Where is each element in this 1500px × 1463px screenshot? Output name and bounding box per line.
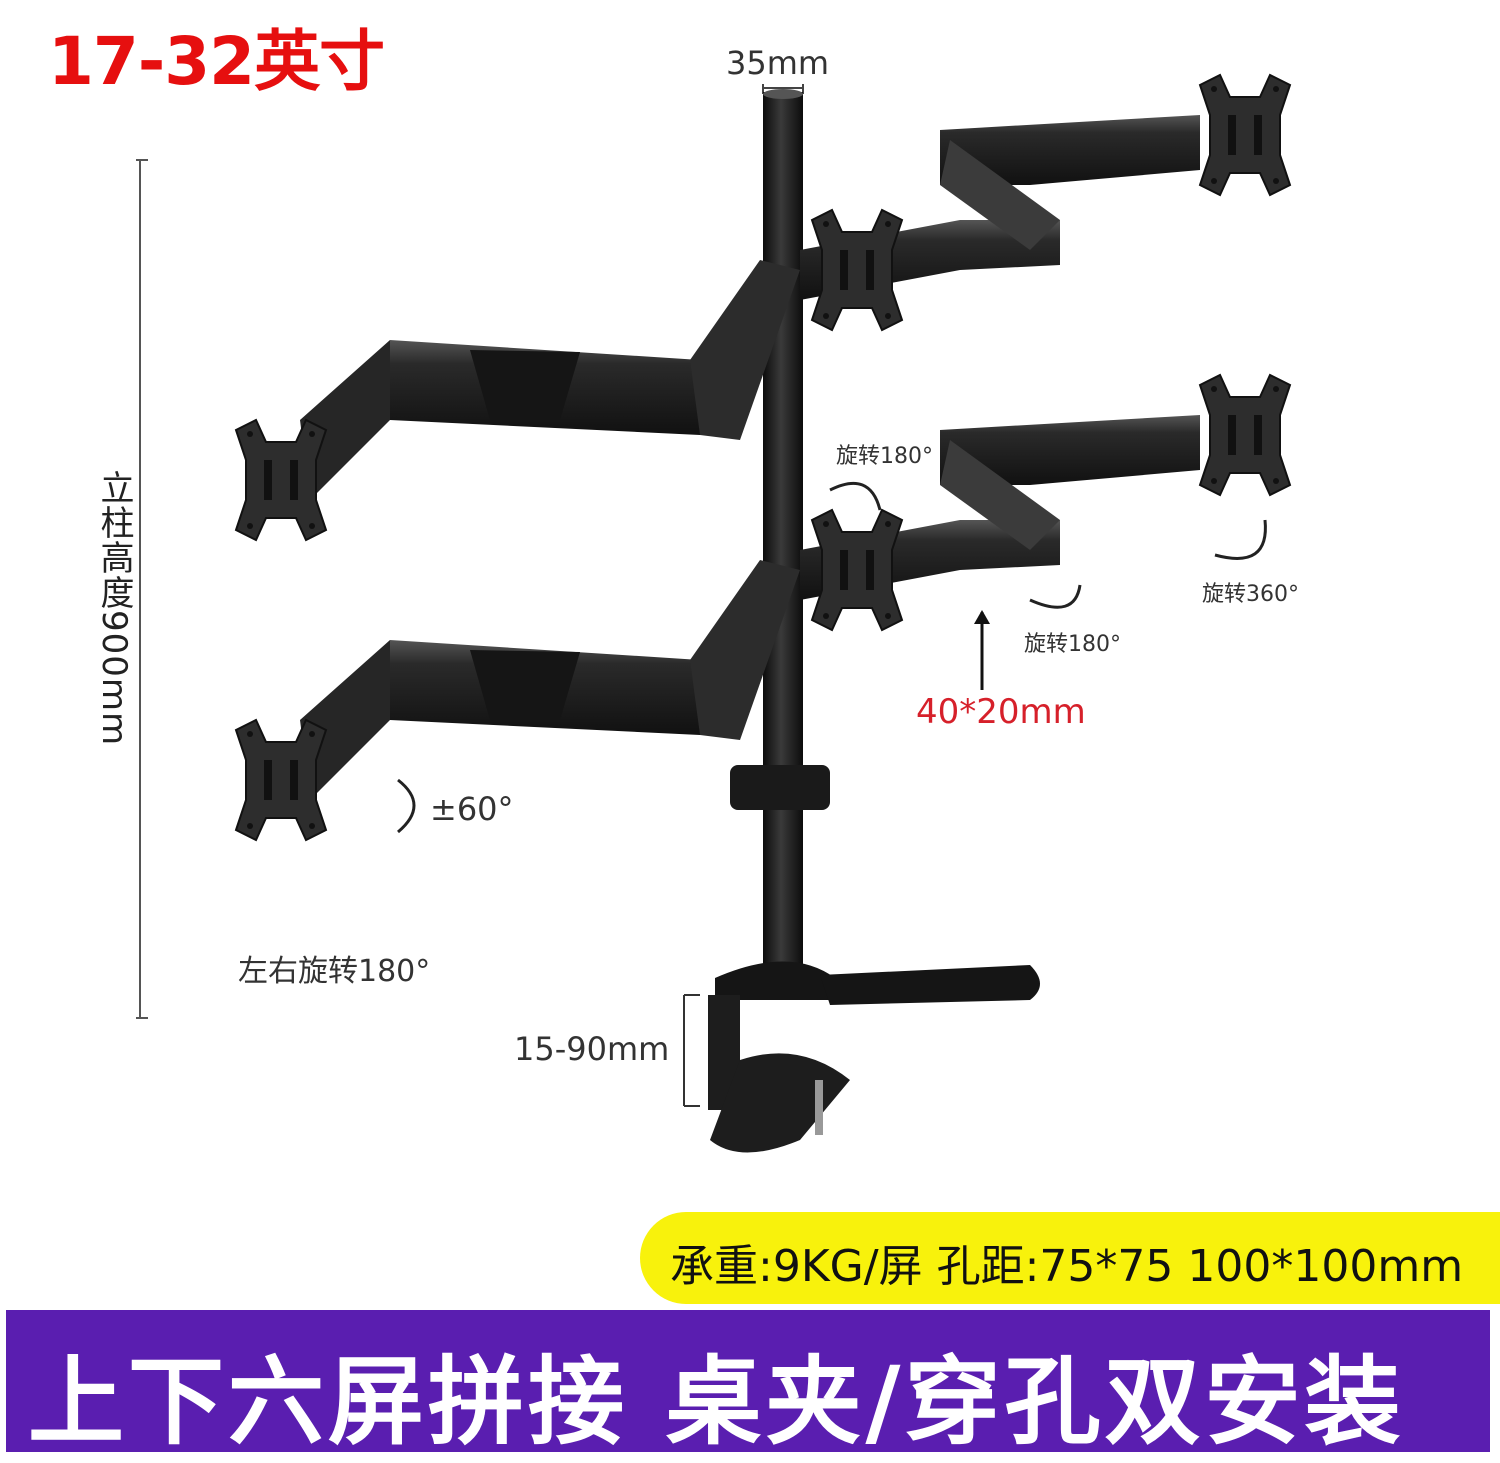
spec-bar: 承重:9KG/屏 孔距:75*75 100*100mm	[640, 1212, 1500, 1304]
size-range-title: 17-32英寸	[48, 23, 385, 100]
pole-height-label: 立柱高度900mm	[94, 470, 134, 747]
head-rotation-label: 旋转360°	[1202, 582, 1299, 607]
elbow-rotation-label: 旋转180°	[1024, 632, 1121, 657]
upper-arm-rotation-label: 旋转180°	[836, 444, 933, 469]
tilt-label: ±60°	[430, 790, 514, 828]
spec-text: 承重:9KG/屏 孔距:75*75 100*100mm	[670, 1241, 1464, 1292]
clamp-range-label: 15-90mm	[514, 1030, 670, 1068]
pole-diameter-label: 35mm	[726, 44, 830, 82]
arm-profile-label: 40*20mm	[916, 692, 1086, 732]
swivel-label: 左右旋转180°	[238, 954, 431, 989]
feature-banner: 上下六屏拼接 桌夹/穿孔双安装	[6, 1310, 1490, 1458]
feature-banner-text: 上下六屏拼接 桌夹/穿孔双安装	[28, 1346, 1405, 1458]
